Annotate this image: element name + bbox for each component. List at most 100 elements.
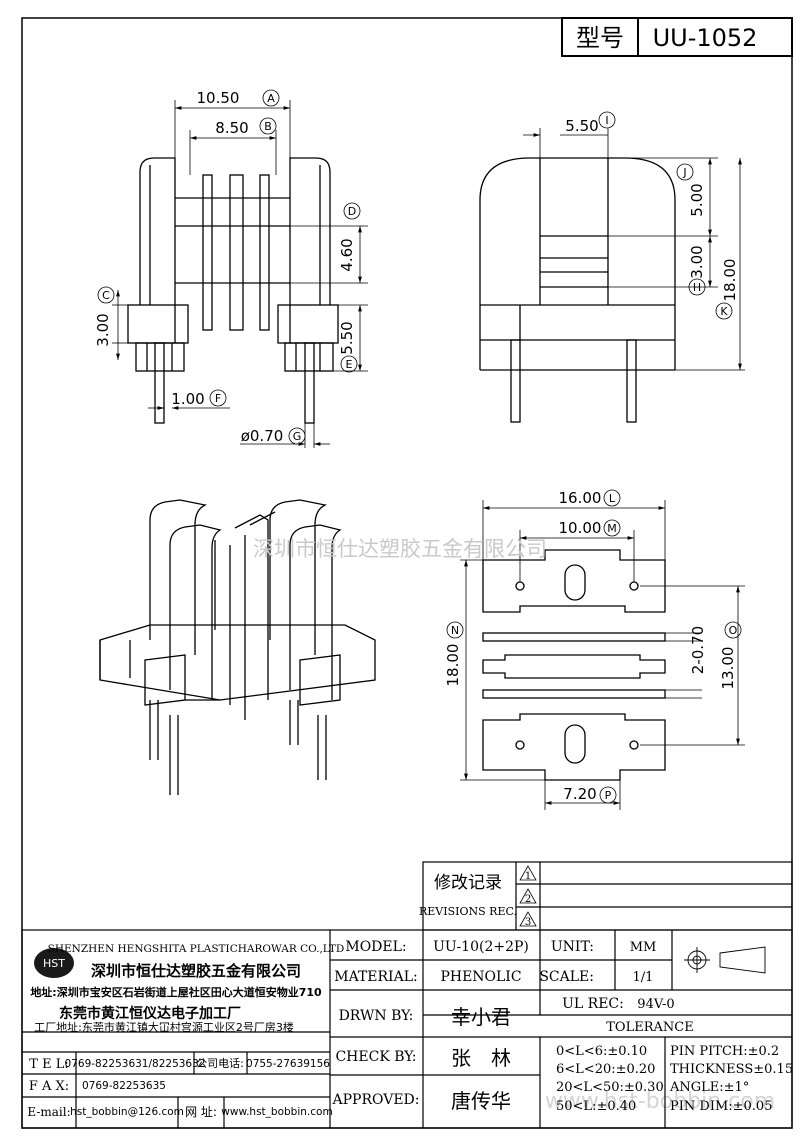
revision-mark-3: 3 xyxy=(525,917,531,928)
tolerance-right-4: PIN DIM:±0.05 xyxy=(670,1099,772,1114)
model-label: 型号 xyxy=(576,24,624,52)
model-value: UU-1052 xyxy=(653,24,758,52)
revisions-cn: 修改记录 xyxy=(434,873,502,893)
dim-n-value: 18.00 xyxy=(444,644,462,687)
tel-value: 0769-82253631/82253632 xyxy=(65,1058,206,1070)
dim-o-tag: O xyxy=(729,624,738,637)
company-logo-text: HST xyxy=(43,957,65,970)
dim-l-tag: L xyxy=(609,492,616,505)
email-label: E-mail: xyxy=(27,1105,70,1119)
spec-model-value: UU-10(2+2P) xyxy=(433,939,529,955)
dim-p-value: 7.20 xyxy=(563,785,596,803)
bottom-view-labels: 16.00 L 10.00 M N 18.00 O 13.00 2-0.70 7… xyxy=(444,489,742,804)
tolerance-right-2: THICKNESS±0.15 xyxy=(670,1062,793,1077)
company-phone-label: 公司电话: xyxy=(196,1057,244,1070)
tolerance-right-1: PIN PITCH:±0.2 xyxy=(670,1044,779,1059)
dim-m-tag: M xyxy=(607,522,617,535)
spec-check-value: 张 林 xyxy=(451,1046,511,1070)
dim-h-value: 3.00 xyxy=(688,245,706,278)
watermark: 深圳市恒仕达塑胶五金有限公司 xyxy=(253,537,547,561)
dim-m-value: 10.00 xyxy=(559,519,602,537)
tel-label: T E L: xyxy=(29,1057,68,1072)
dim-e-value: 5.50 xyxy=(338,321,356,354)
revisions-en: REVISIONS REC. xyxy=(419,905,517,918)
spec-ul-label: UL REC: xyxy=(562,996,624,1012)
spec-approved-label: APPROVED: xyxy=(332,1092,420,1108)
revision-mark-2: 2 xyxy=(525,894,531,905)
bottom-view-dimensions xyxy=(460,500,745,810)
dim-i-tag: I xyxy=(605,114,608,127)
tolerance-line-4: 50<L:±0.40 xyxy=(556,1099,636,1114)
isometric-view xyxy=(99,499,376,795)
front-view-labels: 10.50 A 8.50 B C 3.00 D 4.60 5.50 E 1.00… xyxy=(94,89,361,445)
spec-ul-value: 94V-0 xyxy=(637,997,674,1012)
dim-d-value: 4.60 xyxy=(338,238,356,271)
dim-slot-value: 2-0.70 xyxy=(689,626,707,674)
dim-a-value: 10.50 xyxy=(197,89,240,107)
side-view-dimensions xyxy=(523,128,745,371)
tolerance-line-1: 0<L<6:±0.10 xyxy=(556,1044,647,1059)
watermark-url: www.hst-bobbin.com xyxy=(545,1089,775,1114)
dim-h-tag: H xyxy=(693,281,701,294)
dim-d-tag: D xyxy=(348,205,356,218)
dim-g-value: ø0.70 xyxy=(241,427,284,445)
spec-approved-value: 唐传华 xyxy=(451,1089,511,1113)
spec-model-label: MODEL: xyxy=(345,939,406,955)
dim-a-tag: A xyxy=(267,92,275,105)
side-view-labels: 5.50 I J 5.00 3.00 H 18.00 K xyxy=(565,111,739,320)
company-address: 地址:深圳市宝安区石岩街道上屋社区田心大道恒安物业710 xyxy=(30,985,322,999)
front-view-dimensions xyxy=(112,100,368,448)
dim-k-value: 18.00 xyxy=(721,259,739,302)
spec-material-label: MATERIAL: xyxy=(334,969,417,985)
fax-value: 0769-82253635 xyxy=(82,1080,166,1092)
dim-j-value: 5.00 xyxy=(688,183,706,216)
side-view xyxy=(479,157,676,423)
tolerance-title: TOLERANCE xyxy=(606,1020,693,1035)
spec-check-label: CHECK BY: xyxy=(335,1049,416,1065)
bottom-view xyxy=(482,549,666,781)
company-logo xyxy=(34,948,74,978)
revision-labels: 修改记录 REVISIONS REC. 1 2 3 xyxy=(419,865,537,928)
front-view xyxy=(127,157,339,424)
spec-unit-label: UNIT: xyxy=(551,939,594,955)
spec-scale-label: SCALE: xyxy=(539,969,594,985)
company-name-cn: 深圳市恒仕达塑胶五金有限公司 xyxy=(91,962,301,980)
spec-unit-value: MM xyxy=(630,940,657,955)
dim-o-value: 13.00 xyxy=(719,647,737,690)
dim-b-tag: B xyxy=(264,120,272,133)
dim-e-tag: E xyxy=(346,358,353,371)
dim-b-value: 8.50 xyxy=(215,119,248,137)
web-label: 网 址: xyxy=(185,1105,217,1119)
factory-name: 东莞市黄江恒仪达电子加工厂 xyxy=(59,1005,241,1022)
company-phone-value: 0755-27639156 xyxy=(246,1058,330,1070)
model-header: 型号 UU-1052 xyxy=(561,17,793,57)
tolerance-line-3: 20<L<50:±0.30 xyxy=(556,1080,664,1095)
dim-i-value: 5.50 xyxy=(565,117,598,135)
email-value: hst_bobbin@126.com xyxy=(70,1106,184,1118)
factory-address: 工厂地址:东莞市黄江镇大冚村宫源工业区2号厂房3楼 xyxy=(34,1020,294,1034)
spec-drawn-label: DRWN BY: xyxy=(339,1008,414,1024)
dim-p-tag: P xyxy=(605,789,612,802)
tolerance-line-2: 6<L<20:±0.20 xyxy=(556,1062,655,1077)
dim-l-value: 16.00 xyxy=(559,489,602,507)
spec-block: MODEL: UU-10(2+2P) MATERIAL: PHENOLIC DR… xyxy=(332,939,794,1114)
dim-j-tag: J xyxy=(682,166,686,179)
company-name-en: SHENZHEN HENGSHITA PLASTICHAROWAR CO.,LT… xyxy=(48,943,345,955)
tolerance-right-3: ANGLE:±1° xyxy=(669,1080,749,1095)
dim-c-value: 3.00 xyxy=(94,313,112,346)
revision-mark-1: 1 xyxy=(525,871,531,882)
spec-drawn-value: 幸小君 xyxy=(451,1005,511,1029)
dim-k-tag: K xyxy=(720,305,728,318)
dim-n-tag: N xyxy=(451,624,459,637)
dim-f-tag: F xyxy=(215,392,221,405)
title-block-grid xyxy=(21,929,793,1129)
dim-f-value: 1.00 xyxy=(171,390,204,408)
dim-g-tag: G xyxy=(293,430,302,443)
projection-symbol-icon xyxy=(684,946,766,974)
fax-label: F A X: xyxy=(29,1079,69,1094)
web-value: www.hst_bobbin.com xyxy=(221,1106,332,1118)
dim-c-tag: C xyxy=(102,289,110,302)
spec-material-value: PHENOLIC xyxy=(440,969,521,985)
spec-scale-value: 1/1 xyxy=(633,970,654,985)
